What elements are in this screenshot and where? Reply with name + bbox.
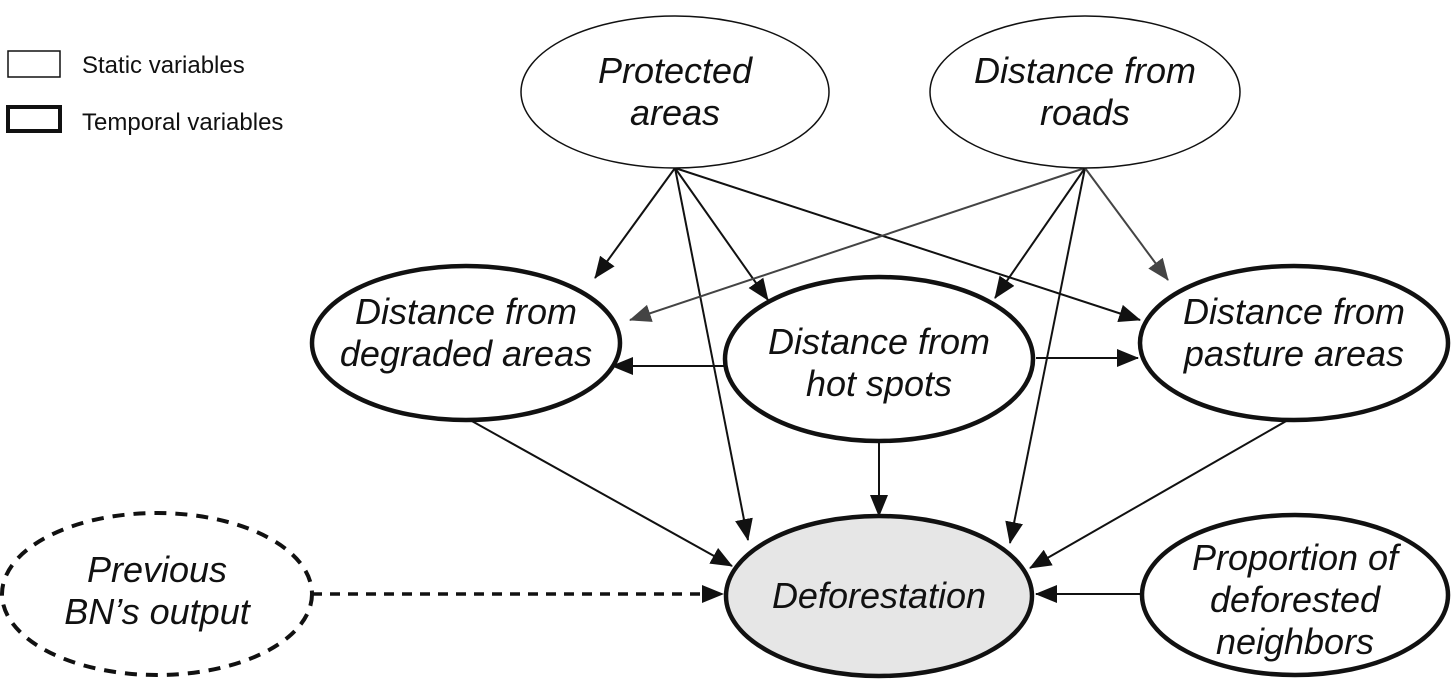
node-distance-hotspots-line2: hot spots (806, 363, 952, 404)
legend-temporal-label: Temporal variables (82, 109, 283, 136)
node-proportion-neighbors-line3: neighbors (1216, 621, 1374, 662)
legend: Static variables Temporal variables (6, 50, 283, 136)
node-protected-areas-line2: areas (630, 92, 720, 133)
edge-pasture-to-deforestation (1029, 419, 1289, 569)
node-protected-areas-line1: Protected (598, 50, 753, 91)
node-distance-degraded-line1: Distance from (355, 291, 577, 332)
node-distance-roads-line2: roads (1040, 92, 1130, 133)
edge-roads-to-hotspots (994, 167, 1086, 299)
edge-protected-to-deforestation (674, 167, 753, 541)
node-distance-pasture: Distance from pasture areas (1137, 263, 1451, 423)
edge-protected-to-hotspots (674, 167, 769, 301)
edge-degraded-to-deforestation (469, 419, 733, 567)
node-deforestation: Deforestation (723, 513, 1035, 679)
legend-static-label: Static variables (82, 52, 245, 79)
node-distance-degraded-line2: degraded areas (340, 333, 592, 374)
node-previous-output-line1: Previous (87, 549, 227, 590)
node-distance-hotspots-line1: Distance from (768, 321, 990, 362)
node-protected-areas: Protected areas (520, 15, 830, 169)
node-previous-output: Previous BN’s output (0, 511, 314, 677)
edge-protected-to-degraded (594, 167, 676, 279)
node-proportion-neighbors-line1: Proportion of (1192, 537, 1402, 578)
node-distance-roads: Distance from roads (929, 15, 1241, 169)
legend-static-swatch (7, 50, 61, 78)
edge-roads-to-deforestation (1005, 167, 1086, 544)
node-deforestation-label: Deforestation (772, 575, 986, 616)
node-proportion-neighbors: Proportion of deforested neighbors (1139, 512, 1451, 678)
edge-roads-to-degraded (629, 167, 1086, 322)
edge-protected-to-pasture (674, 167, 1141, 323)
node-distance-degraded: Distance from degraded areas (309, 263, 623, 423)
edge-roads-to-pasture (1084, 167, 1169, 281)
legend-temporal-swatch (6, 105, 62, 133)
node-distance-pasture-line2: pasture areas (1183, 333, 1404, 374)
node-distance-roads-line1: Distance from (974, 50, 1196, 91)
node-proportion-neighbors-line2: deforested (1210, 579, 1381, 620)
node-previous-output-line2: BN’s output (64, 591, 251, 632)
node-distance-pasture-line1: Distance from (1183, 291, 1405, 332)
edges (312, 167, 1289, 603)
node-distance-hotspots: Distance from hot spots (722, 274, 1036, 444)
